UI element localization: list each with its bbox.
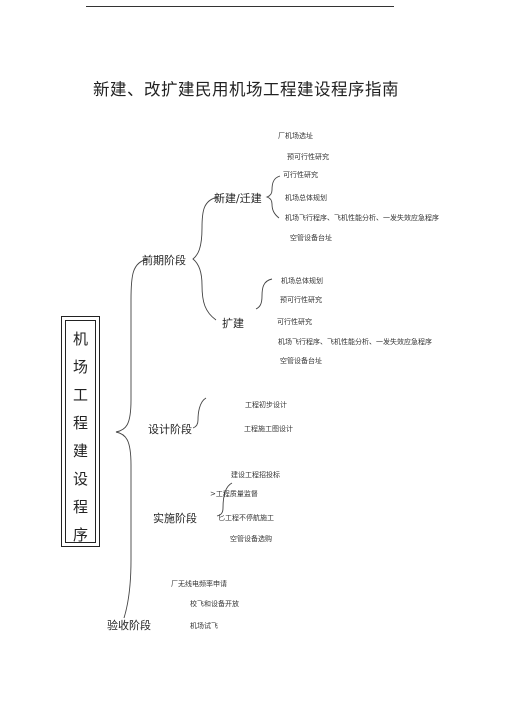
item-implement: 空管设备选购 xyxy=(230,535,272,543)
item-new-build: 预可行性研究 xyxy=(287,153,329,161)
page-title: 新建、改扩建民用机场工程建设程序指南 xyxy=(93,80,399,99)
stage-acceptance-label: 验收阶段 xyxy=(107,619,151,632)
sub-expansion-label: 扩建 xyxy=(222,317,244,330)
root-char: 机 xyxy=(72,330,88,348)
root-char: 场 xyxy=(72,358,88,376)
item-new-build: 机场飞行程序、飞机性能分析、一发失效应急程序 xyxy=(285,214,439,222)
stage-prelim-label: 前期阶段 xyxy=(142,254,186,267)
root-char: 工 xyxy=(72,386,88,404)
item-design: 工程初步设计 xyxy=(245,401,287,409)
item-new-build: 厂机场选址 xyxy=(278,132,313,140)
item-expansion: 预可行性研究 xyxy=(280,296,322,304)
item-new-build: 机场总体规划 xyxy=(285,194,327,202)
item-expansion: 可行性研究 xyxy=(277,318,312,326)
item-acceptance: 校飞和设备开放 xyxy=(190,600,239,608)
root-char: 设 xyxy=(72,470,88,488)
top-rule xyxy=(86,6,394,7)
root-char: 序 xyxy=(72,526,88,544)
item-new-build: 空管设备台址 xyxy=(290,234,332,242)
item-implement: >工程质量监督 xyxy=(210,490,258,498)
item-new-build: 可行性研究 xyxy=(283,171,318,179)
item-acceptance: 厂无线电频率申请 xyxy=(171,580,227,588)
item-implement: 匕工程不停航施工 xyxy=(218,514,274,522)
item-expansion: 空管设备台址 xyxy=(280,357,322,365)
item-expansion: 机场飞行程序、飞机性能分析、一发失效应急程序 xyxy=(278,338,432,346)
stage-design-label: 设计阶段 xyxy=(148,423,192,436)
root-char: 程 xyxy=(72,498,88,516)
root-box-inner xyxy=(65,320,96,543)
item-acceptance: 机场试飞 xyxy=(190,622,218,630)
item-implement: 建设工程招投标 xyxy=(231,471,280,479)
item-design: 工程施工图设计 xyxy=(244,425,293,433)
sub-new-build-label: 新建/迁建 xyxy=(214,192,262,205)
stage-implement-label: 实施阶段 xyxy=(153,512,197,525)
item-expansion: 机场总体规划 xyxy=(281,277,323,285)
root-box: 机 场 工 程 建 设 程 序 xyxy=(61,316,100,547)
root-char: 建 xyxy=(72,442,88,460)
root-char: 程 xyxy=(72,414,88,432)
